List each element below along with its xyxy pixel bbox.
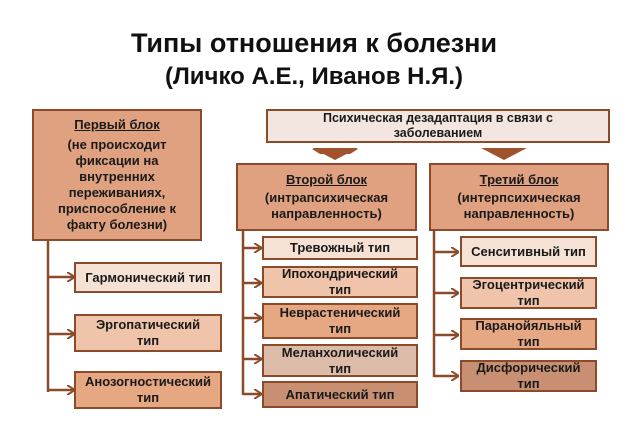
type-box: Паранойяльный тип (460, 318, 597, 350)
block1-description: (не происходит фиксации на внутренних пе… (57, 137, 177, 232)
type-label: Тревожный тип (289, 240, 391, 255)
type-label: Неврастенический тип (279, 305, 401, 336)
block1-header: Первый блок (не происходит фиксации на в… (32, 109, 202, 241)
type-box: Эргопатический тип (74, 314, 222, 352)
block1-heading: Первый блок (74, 117, 160, 132)
type-box: Сенситивный тип (460, 236, 597, 267)
type-label: Апатический тип (285, 386, 395, 402)
type-label: Ипохондрический тип (281, 266, 399, 297)
type-label: Анозогностический тип (84, 374, 212, 405)
block3-description: (интерпсихическая направленность) (457, 190, 581, 221)
type-box: Гармонический тип (74, 262, 222, 293)
type-label: Эргопатический тип (95, 317, 201, 348)
down-arrow-icon (481, 148, 527, 160)
top-banner-text: Психическая дезадаптация в связи с забол… (322, 111, 553, 140)
type-label: Сенситивный тип (471, 243, 586, 259)
block2-description: (интрапсихическая направленность) (264, 190, 389, 221)
type-box: Эгоцентрический тип (460, 277, 597, 309)
type-box: Анозогностический тип (74, 371, 222, 409)
block2-heading: Второй блок (285, 172, 368, 187)
type-box: Неврастенический тип (262, 303, 418, 339)
type-label: Меланхолический тип (281, 344, 399, 376)
type-label: Паранойяльный тип (475, 318, 582, 349)
top-banner: Психическая дезадаптация в связи с забол… (266, 109, 610, 143)
type-box: Ипохондрический тип (262, 266, 418, 298)
type-box: Дисфорический тип (460, 360, 597, 392)
type-box: Апатический тип (262, 381, 418, 408)
type-label: Гармонический тип (85, 269, 211, 285)
type-label: Эгоцентрический тип (472, 277, 585, 308)
block3-heading: Третий блок (479, 172, 559, 187)
type-box: Тревожный тип (262, 236, 418, 260)
page-subtitle: (Личко А.Е., Иванов Н.Я.) (164, 63, 464, 90)
type-label: Дисфорический тип (476, 360, 581, 391)
type-box: Меланхолический тип (262, 344, 418, 377)
block3-header: Третий блок (интерпсихическая направленн… (429, 163, 609, 231)
down-arrow-icon (312, 148, 358, 160)
block2-header: Второй блок (интрапсихическая направленн… (236, 163, 417, 231)
page-title: Типы отношения к болезни (130, 28, 498, 58)
